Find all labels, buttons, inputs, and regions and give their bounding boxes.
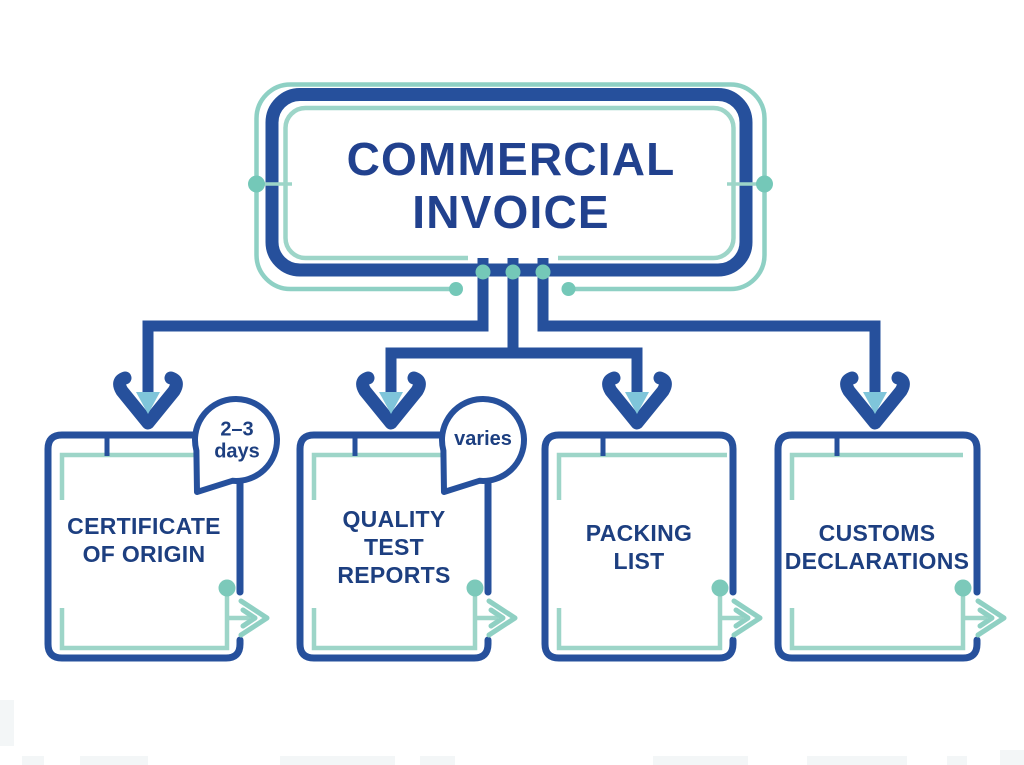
inner-bracket-bottom (59, 590, 250, 651)
inner-bracket-top (556, 452, 727, 500)
dot-icon (475, 264, 491, 280)
send-arrow-icon (731, 598, 763, 638)
document-box-customs-declarations (774, 431, 1007, 662)
inner-bracket-top (311, 452, 482, 500)
dot-icon (218, 579, 236, 597)
doc-label-quality-test-reports: QUALITY TEST REPORTS (337, 505, 451, 589)
dot-icon (505, 264, 521, 280)
connector-branch-2-3 (385, 347, 643, 402)
dot-icon (954, 579, 972, 597)
doc-label-customs-declarations: CUSTOMS DECLARATIONS (784, 519, 970, 574)
inner-bracket-bottom (311, 590, 498, 651)
connector-tree (142, 258, 881, 402)
down-arrow-icon (840, 371, 910, 430)
inner-bracket-bottom (789, 590, 987, 651)
dot-icon (561, 282, 576, 296)
box-border (774, 431, 981, 662)
bubble-2-3-days (192, 395, 280, 495)
header-title: COMMERCIAL INVOICE (346, 133, 676, 238)
header-exit-dots (449, 264, 576, 296)
send-arrow-icon (486, 598, 518, 638)
bubble-varies (439, 395, 527, 495)
time-badge-certificate: 2–3 days (214, 418, 260, 462)
dot-icon (756, 175, 773, 193)
down-arrow-icon (113, 371, 183, 430)
connector-branch-1 (142, 258, 489, 402)
inner-bracket-top (789, 452, 963, 500)
dot-icon (466, 579, 484, 597)
send-arrow-icon (975, 598, 1007, 638)
dot-icon (248, 175, 265, 193)
send-arrow-icon (238, 598, 270, 638)
dot-icon (449, 282, 463, 296)
down-arrow-icon (602, 371, 672, 430)
connector-branch-4 (537, 258, 881, 402)
doc-label-certificate-of-origin: CERTIFICATE OF ORIGIN (67, 512, 221, 567)
dot-icon (711, 579, 729, 597)
doc-label-packing-list: PACKING LIST (585, 519, 693, 574)
down-arrow-icon (356, 371, 426, 430)
document-box-packing-list (541, 431, 763, 662)
inner-bracket-bottom (556, 590, 743, 651)
speech-bubble-icon (192, 395, 280, 495)
inner-bracket-top (59, 452, 234, 500)
time-badge-quality: varies (454, 428, 512, 451)
box-border (541, 431, 737, 662)
dot-icon (535, 264, 551, 280)
speech-bubble-icon (439, 395, 527, 495)
down-arrowheads (113, 371, 910, 430)
